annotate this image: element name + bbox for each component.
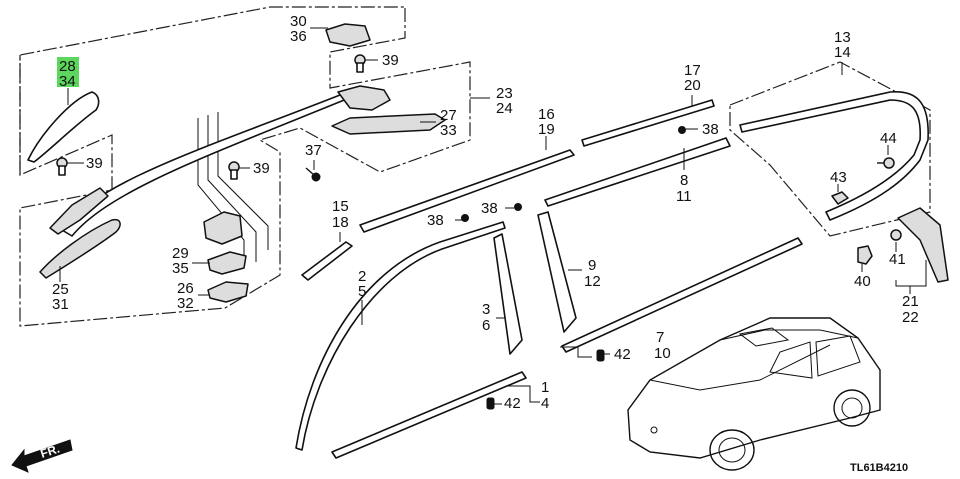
callout-8[interactable]: 8 — [680, 172, 688, 189]
bolt-39-front — [56, 157, 68, 176]
callout-22[interactable]: 22 — [902, 309, 919, 326]
clip-41 — [890, 229, 902, 241]
callout-42-upper[interactable]: 42 — [614, 346, 631, 363]
bolt-39-rear — [354, 54, 366, 73]
callout-3[interactable]: 3 — [482, 301, 490, 318]
molding-15-18 — [301, 241, 353, 281]
callout-43[interactable]: 43 — [830, 169, 847, 186]
highlight-28-34-bg — [57, 57, 79, 87]
callout-16[interactable]: 16 — [538, 106, 555, 123]
screw-37 — [305, 167, 321, 182]
front-rail-foot — [49, 187, 109, 235]
diagram-code: TL61B4210 — [850, 462, 908, 474]
molding-8-11 — [544, 137, 731, 207]
front-end-cap — [27, 91, 100, 163]
callout-1[interactable]: 1 — [541, 379, 549, 396]
front-rail-cover — [39, 218, 121, 279]
pillar-3-6 — [493, 233, 523, 355]
roof-rail — [27, 23, 446, 303]
screw-44 — [877, 157, 895, 169]
callout-17[interactable]: 17 — [684, 62, 701, 79]
rear-quarter-garnish-21-22 — [897, 207, 949, 283]
callout-29[interactable]: 29 — [172, 245, 189, 262]
leader-lines — [59, 27, 927, 405]
callout-36[interactable]: 36 — [290, 28, 307, 45]
callout-37[interactable]: 37 — [305, 142, 322, 159]
callout-38-front[interactable]: 38 — [427, 212, 444, 229]
rear-rail-cover — [331, 113, 446, 135]
rocker-molding-7-10 — [561, 237, 803, 353]
callout-6[interactable]: 6 — [482, 317, 490, 334]
callout-42-lower[interactable]: 42 — [504, 395, 521, 412]
callout-39-rear[interactable]: 39 — [382, 52, 399, 69]
callout-41[interactable]: 41 — [889, 251, 906, 268]
callout-14[interactable]: 14 — [834, 44, 851, 61]
vehicle-illustration — [627, 317, 881, 471]
rocker-molding-1-4 — [331, 371, 527, 459]
callout-30[interactable]: 30 — [290, 13, 307, 30]
callout-34[interactable]: 34 — [59, 73, 76, 90]
clip-38-b — [514, 203, 522, 211]
moldings — [295, 90, 949, 459]
molding-16-19 — [359, 149, 575, 233]
center-leg-cover — [207, 251, 247, 275]
callout-39-center[interactable]: 39 — [253, 160, 270, 177]
callout-7[interactable]: 7 — [656, 329, 664, 346]
pillar-9-12 — [537, 211, 577, 333]
callout-32[interactable]: 32 — [177, 295, 194, 312]
clip-42-a — [596, 349, 605, 362]
callout-38-center[interactable]: 38 — [481, 200, 498, 217]
callout-2[interactable]: 2 — [358, 268, 366, 285]
callout-23[interactable]: 23 — [496, 85, 513, 102]
fasteners — [56, 54, 902, 410]
callout-25[interactable]: 25 — [52, 281, 69, 298]
callout-33[interactable]: 33 — [440, 122, 457, 139]
callout-5[interactable]: 5 — [358, 283, 366, 300]
center-leg-bracket — [203, 211, 243, 245]
callout-39-front[interactable]: 39 — [86, 155, 103, 172]
callout-21[interactable]: 21 — [902, 293, 919, 310]
front-direction-indicator: FR. — [11, 439, 73, 473]
quarter-window-molding-13-14 — [739, 90, 929, 221]
bolt-39-center — [228, 161, 240, 180]
callout-12[interactable]: 12 — [584, 273, 601, 290]
clip-42-b — [486, 397, 495, 410]
callout-19[interactable]: 19 — [538, 121, 555, 138]
callout-24[interactable]: 24 — [496, 100, 513, 117]
callout-31[interactable]: 31 — [52, 296, 69, 313]
callout-26[interactable]: 26 — [177, 280, 194, 297]
callout-18[interactable]: 18 — [332, 214, 349, 231]
callout-13[interactable]: 13 — [834, 29, 851, 46]
rear-end-cap — [325, 23, 371, 47]
callout-38-quarter[interactable]: 38 — [702, 121, 719, 138]
callout-35[interactable]: 35 — [172, 260, 189, 277]
callout-28[interactable]: 28 — [59, 58, 76, 75]
clip-38-a — [461, 214, 469, 222]
clip-43 — [831, 191, 849, 205]
front-arrow-icon — [11, 439, 73, 473]
callout-9[interactable]: 9 — [588, 257, 596, 274]
callout-labels: 28 34 30 36 39 39 39 23 24 27 33 37 25 3… — [52, 13, 919, 412]
rear-rail-foot — [337, 85, 391, 111]
front-indicator-label: FR. — [39, 442, 62, 461]
callout-11[interactable]: 11 — [676, 188, 692, 205]
rear-quarter-group-boundary — [729, 61, 931, 237]
front-door-sash-2-5 — [295, 221, 506, 451]
callout-15[interactable]: 15 — [332, 198, 349, 215]
callout-10[interactable]: 10 — [654, 345, 671, 362]
clip-38-c — [678, 126, 686, 134]
group-boundaries — [19, 6, 931, 327]
callout-20[interactable]: 20 — [684, 77, 701, 94]
callout-40[interactable]: 40 — [854, 273, 871, 290]
clip-40 — [857, 245, 873, 265]
molding-17-20 — [581, 99, 715, 147]
callout-4[interactable]: 4 — [541, 395, 549, 412]
center-leg-pad — [207, 281, 249, 303]
callout-27[interactable]: 27 — [440, 107, 457, 124]
roof-rail-group-boundary — [19, 6, 471, 327]
callout-44[interactable]: 44 — [880, 130, 897, 147]
